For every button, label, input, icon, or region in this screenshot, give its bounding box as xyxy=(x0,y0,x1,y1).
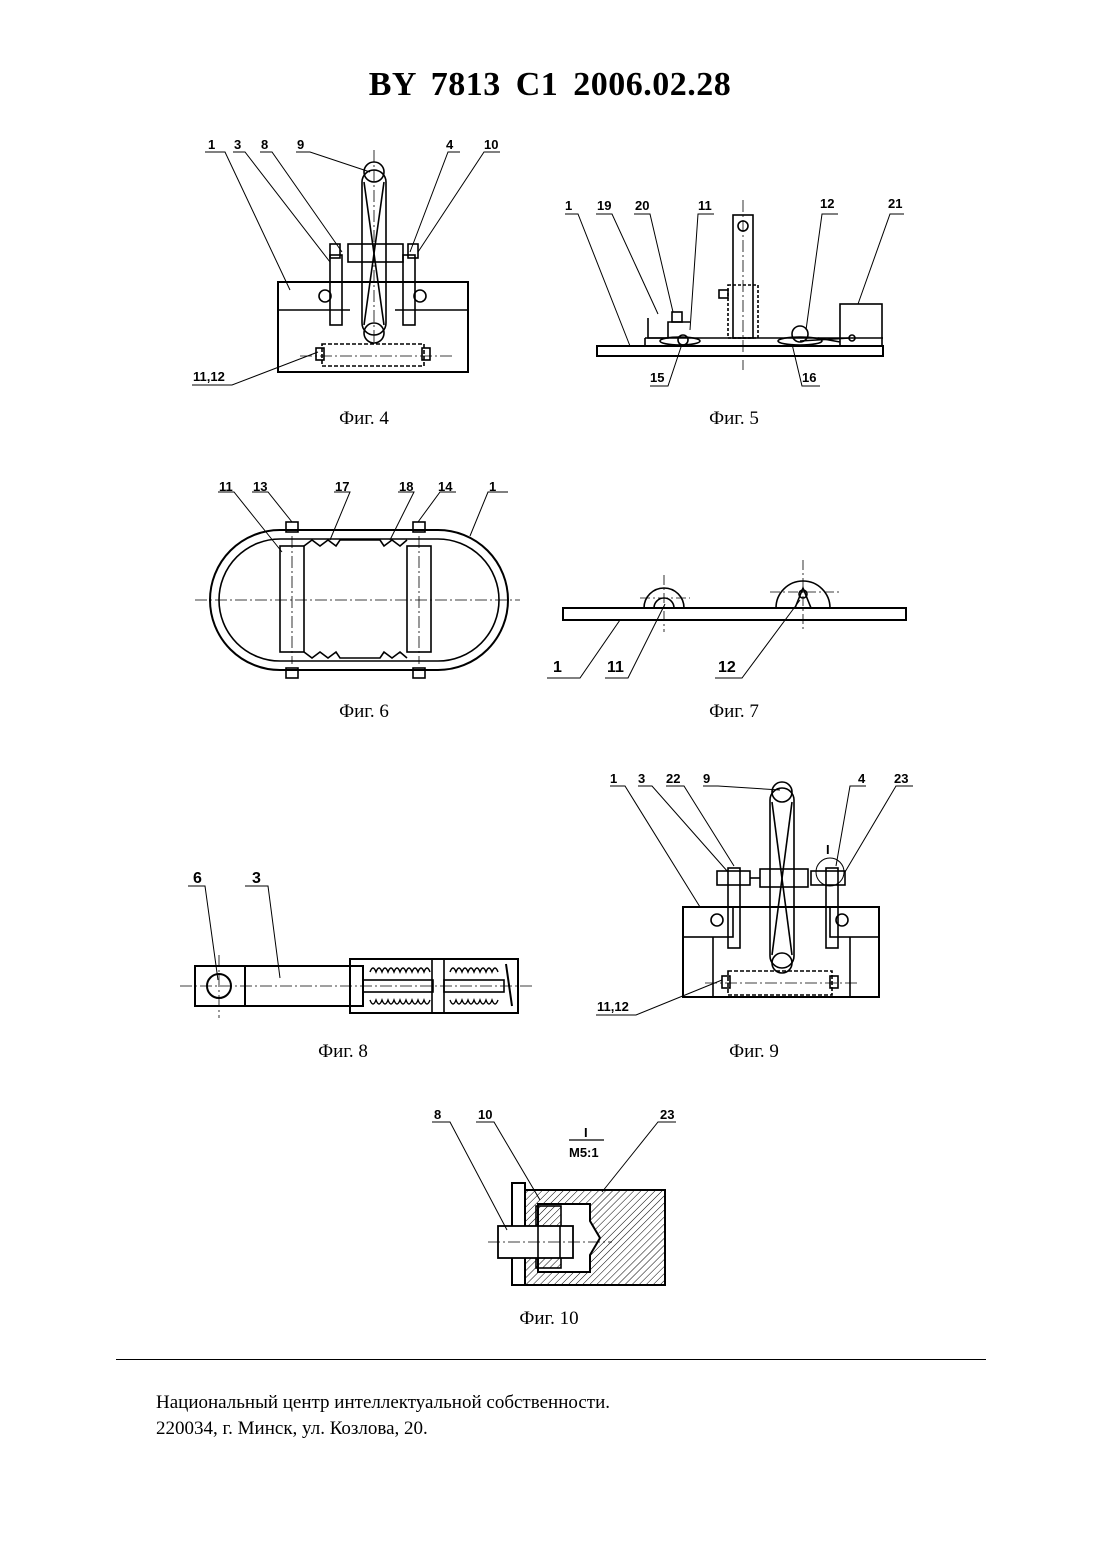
fig5-label-19: 19 xyxy=(597,198,611,213)
fig6-label-18: 18 xyxy=(399,479,413,494)
figure-4-drawing xyxy=(192,150,500,385)
fig9-label-23: 23 xyxy=(894,771,908,786)
fig10-label-10: 10 xyxy=(478,1107,492,1122)
fig4-label-1: 1 xyxy=(208,137,215,152)
publisher-footer: Национальный центр интеллектуальной собс… xyxy=(156,1390,610,1442)
fig6-label-1: 1 xyxy=(489,479,496,494)
fig4-caption: Фиг. 4 xyxy=(264,408,464,430)
fig9-label-1: 1 xyxy=(610,771,617,786)
fig6-label-11: 11 xyxy=(219,479,233,494)
fig7-label-12: 12 xyxy=(718,659,736,676)
fig4-label-11-12: 11,12 xyxy=(193,369,225,384)
fig10-detail-mark: I xyxy=(584,1125,588,1140)
fig5-label-15: 15 xyxy=(650,370,664,385)
fig5-label-21: 21 xyxy=(888,196,902,211)
fig5-label-1: 1 xyxy=(565,198,572,213)
figure-6-drawing xyxy=(195,492,520,678)
footer-organization: Национальный центр интеллектуальной собс… xyxy=(156,1390,610,1416)
fig5-label-16: 16 xyxy=(802,370,816,385)
fig9-label-11-12: 11,12 xyxy=(597,999,629,1014)
footer-divider xyxy=(116,1359,986,1360)
fig7-label-1: 1 xyxy=(553,659,562,676)
fig7-caption: Фиг. 7 xyxy=(634,701,834,723)
fig9-caption: Фиг. 9 xyxy=(654,1041,854,1063)
fig10-scale: M5:1 xyxy=(569,1145,599,1160)
figure-10-drawing xyxy=(432,1122,676,1285)
fig5-label-11: 11 xyxy=(698,198,712,213)
fig8-caption: Фиг. 8 xyxy=(243,1041,443,1063)
fig9-label-4: 4 xyxy=(858,771,866,786)
figure-8-drawing xyxy=(180,886,535,1018)
fig6-label-14: 14 xyxy=(438,479,453,494)
fig5-label-12: 12 xyxy=(820,196,834,211)
fig9-detail-label: I xyxy=(826,842,830,857)
fig4-label-4: 4 xyxy=(446,137,454,152)
fig8-label-3: 3 xyxy=(252,870,261,887)
fig6-label-17: 17 xyxy=(335,479,349,494)
figure-5-drawing xyxy=(565,200,904,386)
fig5-label-20: 20 xyxy=(635,198,649,213)
fig9-label-3: 3 xyxy=(638,771,645,786)
fig5-caption: Фиг. 5 xyxy=(634,408,834,430)
fig4-label-8: 8 xyxy=(261,137,268,152)
fig8-label-6: 6 xyxy=(193,870,202,887)
fig6-label-13: 13 xyxy=(253,479,267,494)
fig10-label-23: 23 xyxy=(660,1107,674,1122)
fig6-caption: Фиг. 6 xyxy=(264,701,464,723)
figure-9-drawing xyxy=(596,782,913,1015)
fig9-label-22: 22 xyxy=(666,771,680,786)
footer-address: 220034, г. Минск, ул. Козлова, 20. xyxy=(156,1416,610,1442)
fig4-label-9: 9 xyxy=(297,137,304,152)
fig10-label-8: 8 xyxy=(434,1107,441,1122)
fig9-label-9: 9 xyxy=(703,771,710,786)
fig10-caption: Фиг. 10 xyxy=(449,1308,649,1330)
fig7-label-11: 11 xyxy=(607,659,624,676)
fig4-label-10: 10 xyxy=(484,137,498,152)
fig4-label-3: 3 xyxy=(234,137,241,152)
